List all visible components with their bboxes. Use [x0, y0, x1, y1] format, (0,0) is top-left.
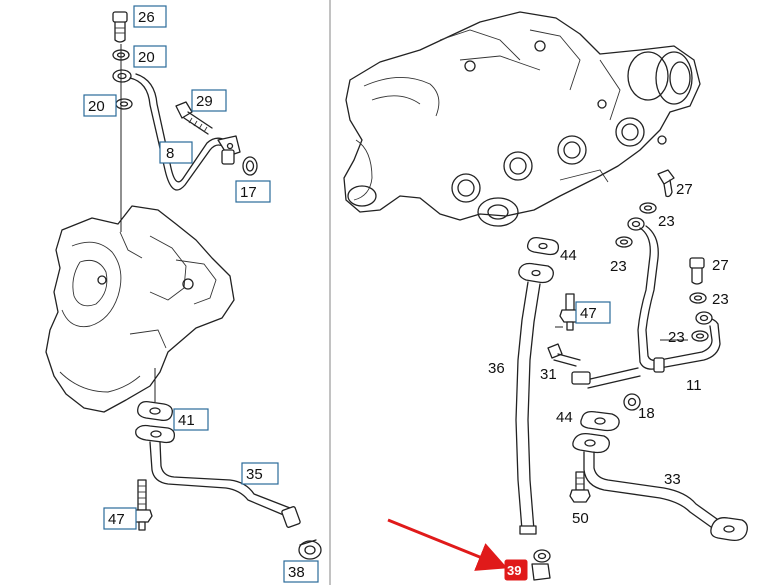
seal-38-drawing: [298, 539, 322, 560]
gasket-44-upper-drawing: [526, 236, 560, 256]
return-line-33-drawing: [583, 451, 719, 533]
callout-29[interactable]: 29: [191, 89, 227, 112]
return-line-flange-drawing: [135, 424, 176, 444]
right-panel-drawing: [343, 11, 748, 581]
callout-17[interactable]: 17: [235, 180, 271, 203]
svg-text:17: 17: [240, 184, 257, 201]
banjo-bolt-27-lower-drawing: [689, 257, 705, 285]
callout-26[interactable]: 26: [133, 5, 167, 28]
callout-20-lower[interactable]: 20: [83, 94, 117, 117]
bolt-50-drawing: [569, 471, 591, 503]
svg-text:8: 8: [166, 145, 174, 162]
callout-50[interactable]: 50: [572, 510, 589, 527]
callout-20-upper[interactable]: 20: [133, 45, 167, 68]
callout-47-right[interactable]: 47: [575, 301, 611, 324]
turbocharger-manifold-drawing: [343, 11, 701, 227]
bolt-31-drawing: [547, 343, 581, 367]
svg-text:41: 41: [178, 412, 195, 429]
svg-text:47: 47: [108, 511, 125, 528]
svg-text:20: 20: [88, 98, 105, 115]
callout-47-left[interactable]: 47: [103, 507, 137, 530]
bolt-29-drawing: [175, 101, 213, 135]
svg-text:29: 29: [196, 93, 213, 110]
svg-text:26: 26: [138, 9, 155, 26]
svg-text:38: 38: [288, 564, 305, 581]
banjo-bolt-26-drawing: [112, 11, 128, 43]
callout-41[interactable]: 41: [173, 408, 209, 431]
svg-text:39: 39: [507, 563, 521, 578]
oil-feed-line-11-drawing: [637, 227, 721, 370]
callout-27-upper[interactable]: 27: [676, 181, 693, 198]
callout-23-d[interactable]: 23: [668, 329, 685, 346]
seal-39-drawing: [531, 549, 551, 581]
callout-8[interactable]: 8: [159, 141, 193, 164]
callout-23-b[interactable]: 23: [610, 258, 627, 275]
svg-text:47: 47: [580, 305, 597, 322]
svg-text:20: 20: [138, 49, 155, 66]
callout-39-highlighted[interactable]: 39: [504, 559, 528, 581]
callout-35[interactable]: 35: [241, 462, 279, 485]
callout-31[interactable]: 31: [540, 366, 557, 383]
callout-36[interactable]: 36: [488, 360, 505, 377]
callout-27-lower[interactable]: 27: [712, 257, 729, 274]
callout-33[interactable]: 33: [664, 471, 681, 488]
turbocharger-left-drawing: [45, 205, 235, 413]
highlight-arrow: [387, 518, 508, 571]
callout-23-a[interactable]: 23: [658, 213, 675, 230]
return-line-36-drawing: [515, 281, 529, 531]
callout-44-upper[interactable]: 44: [560, 247, 577, 264]
oil-feed-line-8-drawing: [129, 77, 233, 191]
return-line-35-drawing: [149, 441, 287, 517]
callout-23-c[interactable]: 23: [712, 291, 729, 308]
gasket-41-drawing: [137, 400, 173, 422]
gasket-44-lower-drawing: [580, 410, 620, 432]
callout-11[interactable]: 11: [686, 377, 702, 394]
callout-18[interactable]: 18: [638, 405, 655, 422]
banjo-bolt-27-upper-drawing: [657, 169, 675, 198]
svg-text:35: 35: [246, 466, 263, 483]
callout-44-lower[interactable]: 44: [556, 409, 573, 426]
callout-38[interactable]: 38: [283, 560, 319, 583]
left-panel-drawing: [45, 11, 322, 560]
